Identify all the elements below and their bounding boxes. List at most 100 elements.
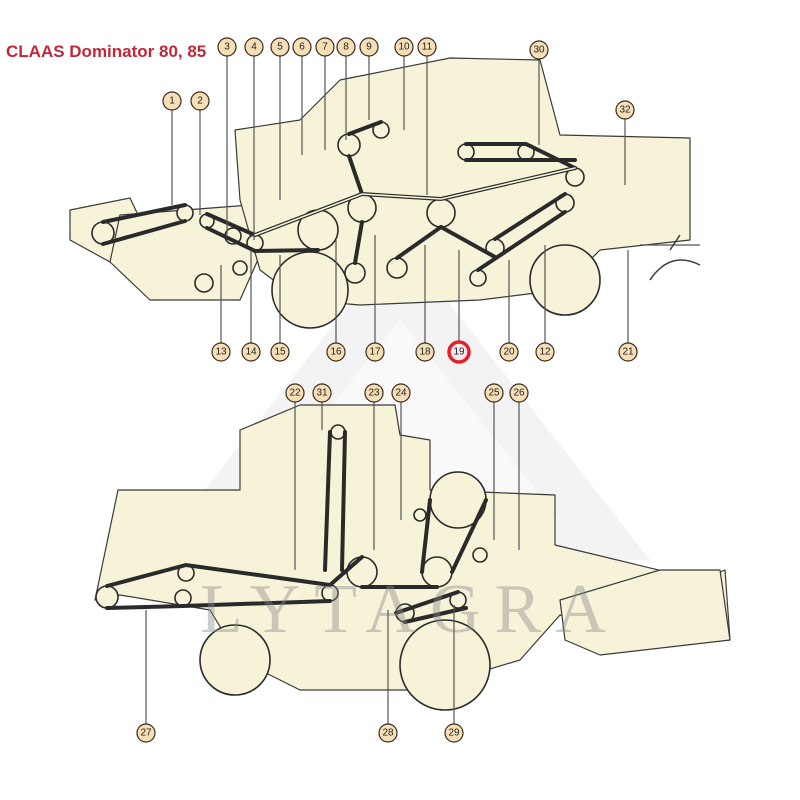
top-view-machine: [69, 57, 701, 329]
callout-31[interactable]: 31: [312, 383, 332, 403]
callout-circle: [618, 342, 638, 362]
callout-27[interactable]: 27: [136, 723, 156, 743]
callout-number: 32: [619, 105, 631, 116]
callout-number: 1: [169, 96, 175, 107]
callout-number: 6: [299, 42, 305, 53]
callout-number: 12: [539, 347, 551, 358]
callout-circle: [190, 91, 210, 111]
callout-4[interactable]: 4: [244, 37, 264, 57]
callout-circle: [415, 342, 435, 362]
callout-circle: [509, 383, 529, 403]
callout-circle: [394, 37, 414, 57]
callout-3[interactable]: 3: [217, 37, 237, 57]
callout-number: 14: [245, 347, 257, 358]
callout-number: 20: [503, 347, 515, 358]
callout-circle: [315, 37, 335, 57]
callout-circle: [312, 383, 332, 403]
callout-number: 27: [140, 728, 152, 739]
callout-20[interactable]: 20: [499, 342, 519, 362]
callout-2[interactable]: 2: [190, 91, 210, 111]
callout-circle: [499, 342, 519, 362]
callout-30[interactable]: 30: [529, 40, 549, 60]
callout-circle: [336, 37, 356, 57]
callout-circle: [447, 340, 471, 364]
callout-19[interactable]: 19: [447, 340, 471, 364]
callout-number: 5: [277, 42, 283, 53]
callout-circle: [136, 723, 156, 743]
callout-number: 21: [622, 347, 634, 358]
bottom-view-machine: [94, 404, 731, 711]
callout-32[interactable]: 32: [615, 100, 635, 120]
callout-28[interactable]: 28: [378, 723, 398, 743]
callout-15[interactable]: 15: [270, 342, 290, 362]
callout-number: 25: [488, 388, 500, 399]
callout-number: 8: [343, 42, 349, 53]
callout-circle: [326, 342, 346, 362]
callout-number: 19: [453, 347, 465, 358]
callout-circle: [535, 342, 555, 362]
callout-26[interactable]: 26: [509, 383, 529, 403]
callout-12[interactable]: 12: [535, 342, 555, 362]
callout-number: 31: [316, 388, 328, 399]
callout-circle: [365, 342, 385, 362]
callout-14[interactable]: 14: [241, 342, 261, 362]
callout-24[interactable]: 24: [391, 383, 411, 403]
callout-circle: [285, 383, 305, 403]
callout-number: 9: [366, 42, 372, 53]
callout-circle: [615, 100, 635, 120]
callout-circle: [378, 723, 398, 743]
callout-number: 26: [513, 388, 525, 399]
callout-number: 10: [398, 42, 410, 53]
callout-circle: [529, 40, 549, 60]
callout-22[interactable]: 22: [285, 383, 305, 403]
callout-10[interactable]: 10: [394, 37, 414, 57]
callout-number: 13: [215, 347, 227, 358]
callout-circle: [270, 342, 290, 362]
callout-11[interactable]: 11: [417, 37, 437, 57]
callout-25[interactable]: 25: [484, 383, 504, 403]
callout-number: 15: [274, 347, 286, 358]
callout-circle: [292, 37, 312, 57]
callout-16[interactable]: 16: [326, 342, 346, 362]
callout-circle: [162, 91, 182, 111]
callout-number: 22: [289, 388, 301, 399]
callout-circle: [270, 37, 290, 57]
callout-number: 24: [395, 388, 407, 399]
callout-circle: [364, 383, 384, 403]
callout-5[interactable]: 5: [270, 37, 290, 57]
callout-13[interactable]: 13: [211, 342, 231, 362]
callout-number: 16: [330, 347, 342, 358]
callout-number: 28: [382, 728, 394, 739]
callout-23[interactable]: 23: [364, 383, 384, 403]
callout-29[interactable]: 29: [444, 723, 464, 743]
callout-18[interactable]: 18: [415, 342, 435, 362]
callout-circle: [484, 383, 504, 403]
diagram-title: CLAAS Dominator 80, 85: [6, 42, 207, 61]
callout-circle: [417, 37, 437, 57]
callout-number: 3: [224, 42, 230, 53]
callout-1[interactable]: 1: [162, 91, 182, 111]
callout-number: 18: [419, 347, 431, 358]
callout-21[interactable]: 21: [618, 342, 638, 362]
callout-number: 17: [369, 347, 381, 358]
callout-number: 30: [533, 45, 545, 56]
callout-17[interactable]: 17: [365, 342, 385, 362]
callout-7[interactable]: 7: [315, 37, 335, 57]
callout-number: 7: [322, 42, 328, 53]
leader-lines: [145, 56, 629, 724]
callout-circle: [217, 37, 237, 57]
callout-circle: [244, 37, 264, 57]
callout-circle: [211, 342, 231, 362]
callout-9[interactable]: 9: [359, 37, 379, 57]
callout-circle: [391, 383, 411, 403]
callout-number: 4: [251, 42, 257, 53]
callout-circle: [359, 37, 379, 57]
callout-6[interactable]: 6: [292, 37, 312, 57]
callout-number: 2: [197, 96, 203, 107]
callout-circle: [241, 342, 261, 362]
watermark-text: LYTAGRA: [200, 571, 620, 648]
callout-number: 23: [368, 388, 380, 399]
callout-8[interactable]: 8: [336, 37, 356, 57]
